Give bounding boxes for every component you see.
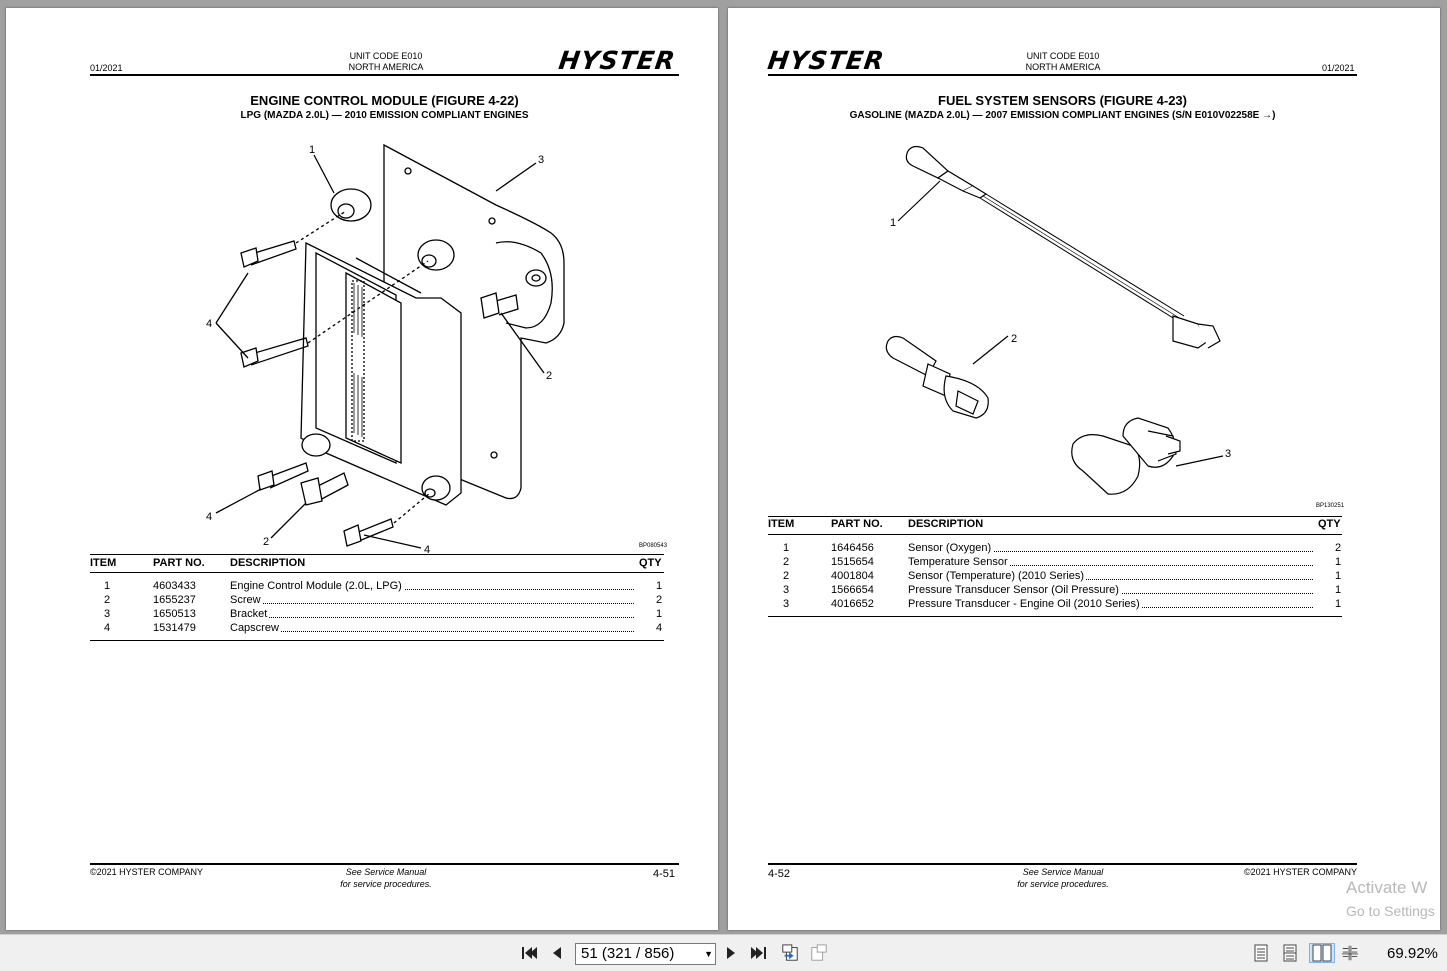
header-date: 01/2021	[1322, 63, 1355, 73]
next-page-button[interactable]	[722, 944, 740, 962]
figure-code: BP080543	[639, 543, 668, 549]
col-qty: QTY	[639, 557, 662, 569]
header-region: NORTH AMERICA	[348, 62, 424, 72]
hyster-logo: HYSTER	[765, 46, 887, 75]
facing-continuous-icon	[1341, 945, 1359, 961]
page-subtitle: GASOLINE (MAZDA 2.0L) — 2007 EMISSION CO…	[849, 110, 1276, 121]
previous-view-button[interactable]	[781, 944, 799, 962]
single-page-view-button[interactable]	[1252, 944, 1270, 962]
facing-pages-view-button[interactable]	[1309, 943, 1335, 963]
col-description: DESCRIPTION	[908, 518, 984, 530]
table-row: 1 1646456 Sensor (Oxygen) 2	[783, 541, 1342, 555]
footer-rule	[768, 863, 1357, 865]
col-item: ITEM	[768, 518, 795, 530]
page-number: 4-51	[653, 868, 676, 880]
single-page-icon	[1254, 944, 1268, 962]
header-rule	[90, 74, 679, 76]
table-row: 2 1655237 Screw 2	[104, 593, 663, 607]
page-4-52: HYSTER UNIT CODE E010 NORTH AMERICA 01/2…	[728, 8, 1440, 930]
previous-page-icon	[553, 947, 561, 959]
page-subtitle: LPG (MAZDA 2.0L) — 2010 EMISSION COMPLIA…	[240, 110, 529, 121]
last-page-button[interactable]	[750, 944, 768, 962]
table-bottom-rule	[768, 616, 1342, 617]
next-page-icon	[727, 947, 735, 959]
zoom-level[interactable]: 69.92%	[1387, 945, 1438, 962]
facing-continuous-view-button[interactable]	[1341, 944, 1359, 962]
col-description: DESCRIPTION	[230, 557, 306, 569]
table-row: 3 1650513 Bracket 1	[104, 607, 663, 621]
callout-3: 3	[538, 154, 544, 166]
activate-windows-subtext: Go to Settings	[1346, 903, 1435, 919]
table-row: 3 4016652 Pressure Transducer - Engine O…	[783, 597, 1342, 611]
footer-note-line1: See Service Manual	[345, 867, 427, 877]
ecm-figure: 1 3 4 2 4 2 4	[206, 143, 565, 553]
col-qty: QTY	[1318, 518, 1341, 530]
next-view-button[interactable]	[810, 944, 828, 962]
col-part-no: PART NO.	[153, 557, 205, 569]
table-row: 4 1531479 Capscrew 4	[104, 621, 663, 635]
table-row: 2 1515654 Temperature Sensor 1	[783, 555, 1342, 569]
previous-page-button[interactable]	[548, 944, 566, 962]
callout-4b: 4	[206, 511, 212, 523]
footer-copyright: ©2021 HYSTER COMPANY	[90, 867, 203, 877]
table-header-rule	[90, 572, 664, 573]
callout-4a: 4	[206, 318, 212, 330]
next-view-icon	[811, 944, 827, 961]
table-header-rule	[768, 534, 1342, 535]
header-date: 01/2021	[90, 63, 123, 73]
callout-1: 1	[309, 144, 315, 156]
footer-note-line1: See Service Manual	[1022, 867, 1104, 877]
header-unit-code: UNIT CODE E010	[349, 51, 423, 61]
continuous-view-button[interactable]	[1281, 944, 1299, 962]
page-4-51: 01/2021 UNIT CODE E010 NORTH AMERICA HYS…	[6, 8, 718, 930]
sensors-figure: 1 2 3	[885, 145, 1231, 495]
table-row: 2 4001804 Sensor (Temperature) (2010 Ser…	[783, 569, 1342, 583]
page-title: FUEL SYSTEM SENSORS (FIGURE 4-23)	[938, 93, 1187, 108]
page-number-select[interactable]: 51 (321 / 856) ▼	[575, 943, 716, 965]
last-page-icon	[751, 947, 766, 959]
viewer-toolbar: 51 (321 / 856) ▼ 69.92%	[0, 934, 1447, 971]
table-top-rule	[768, 516, 1342, 517]
figure-code: BP130251	[1316, 503, 1345, 509]
page-indicator: 51 (321 / 856)	[581, 945, 675, 962]
header-rule	[768, 74, 1357, 76]
footer-rule	[90, 863, 679, 865]
callout-1: 1	[890, 217, 896, 229]
header-region: NORTH AMERICA	[1025, 62, 1101, 72]
activate-windows-watermark: Activate W	[1346, 878, 1428, 897]
first-page-icon	[522, 947, 537, 959]
facing-pages-icon	[1312, 944, 1332, 962]
page-title: ENGINE CONTROL MODULE (FIGURE 4-22)	[250, 93, 519, 108]
continuous-page-icon	[1283, 944, 1297, 962]
hyster-logo: HYSTER	[556, 46, 678, 75]
callout-2b: 2	[263, 536, 269, 548]
col-part-no: PART NO.	[831, 518, 883, 530]
header-unit-code: UNIT CODE E010	[1026, 51, 1100, 61]
callout-3: 3	[1225, 448, 1231, 460]
table-bottom-rule	[90, 640, 664, 641]
previous-view-icon	[782, 944, 798, 961]
callout-4c: 4	[424, 544, 430, 553]
callout-2: 2	[1011, 333, 1017, 345]
table-row: 1 4603433 Engine Control Module (2.0L, L…	[104, 579, 663, 593]
callout-2a: 2	[546, 370, 552, 382]
footer-copyright: ©2021 HYSTER COMPANY	[1244, 867, 1357, 877]
footer-note-line2: for service procedures.	[340, 879, 432, 889]
col-item: ITEM	[90, 557, 117, 569]
table-row: 3 1566654 Pressure Transducer Sensor (Oi…	[783, 583, 1342, 597]
chevron-down-icon: ▼	[704, 949, 713, 959]
first-page-button[interactable]	[520, 944, 538, 962]
page-number: 4-52	[768, 868, 791, 880]
table-top-rule	[90, 554, 664, 555]
footer-note-line2: for service procedures.	[1017, 879, 1109, 889]
